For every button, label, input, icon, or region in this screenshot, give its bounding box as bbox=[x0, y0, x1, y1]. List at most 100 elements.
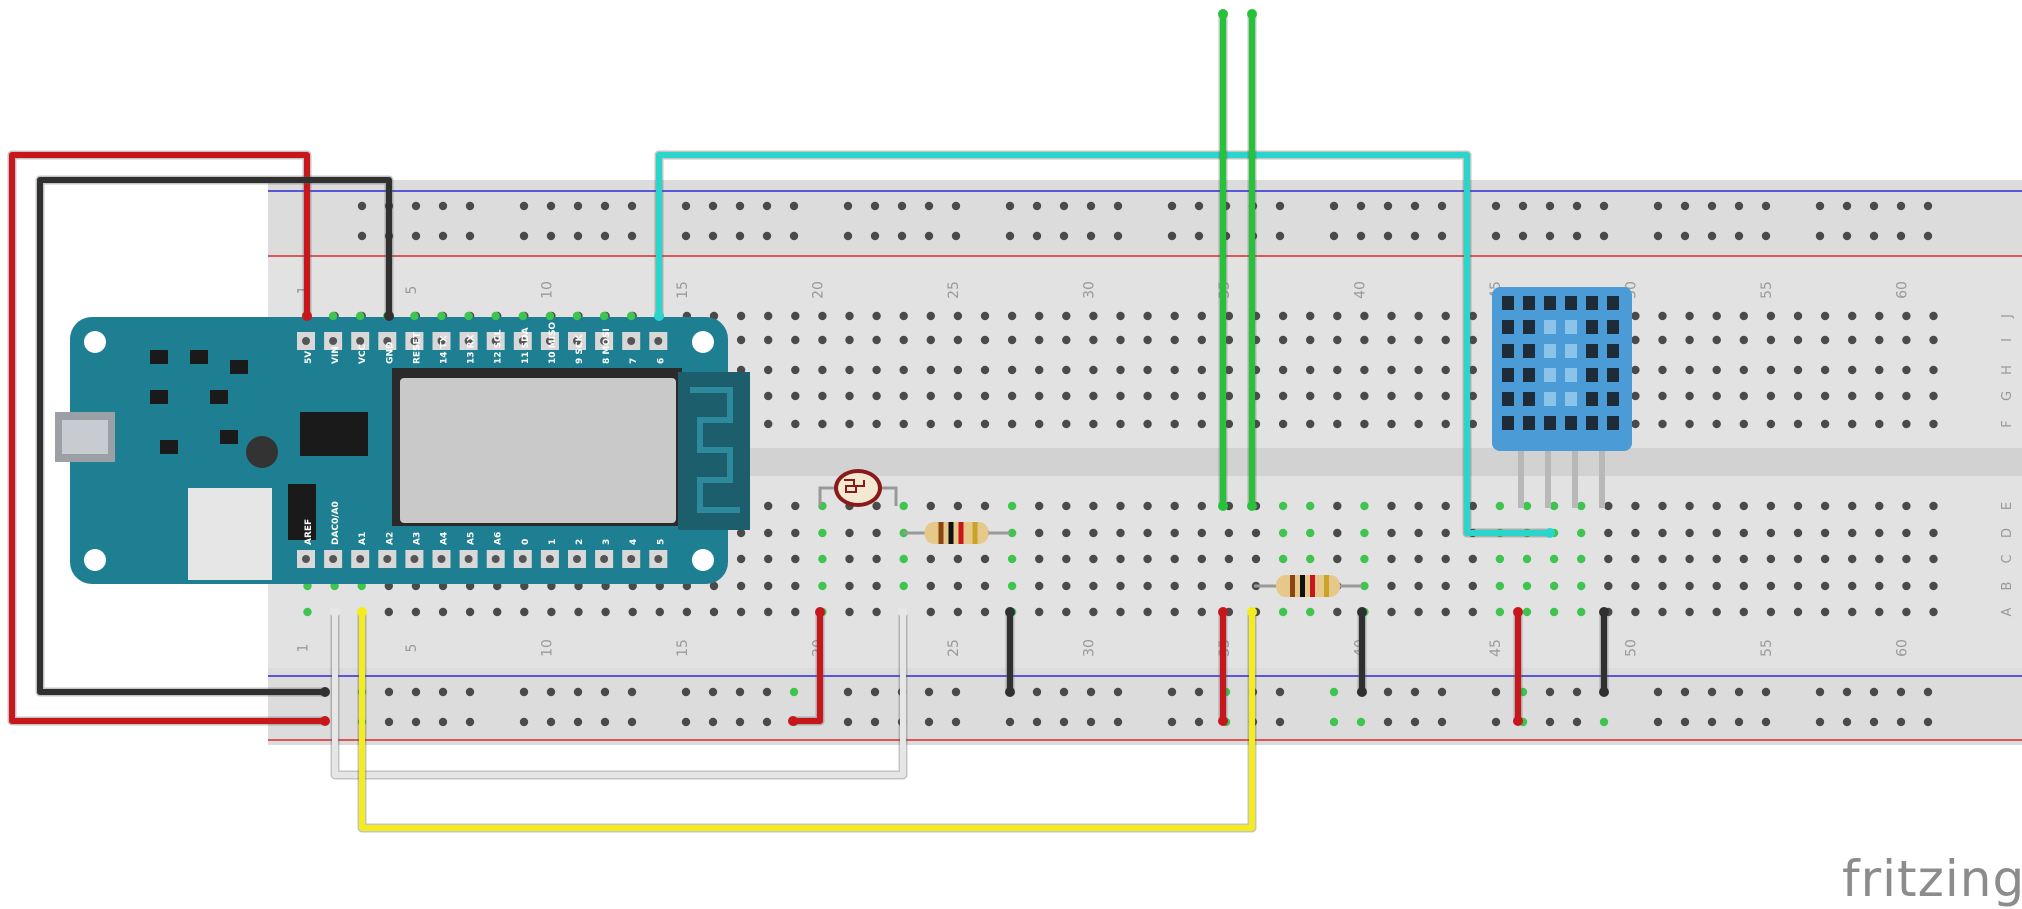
rail-hole bbox=[951, 717, 961, 727]
breadboard-hole bbox=[438, 607, 448, 617]
rail-hole bbox=[384, 717, 394, 727]
sensor-grille-cell bbox=[1607, 296, 1619, 310]
breadboard-hole bbox=[1360, 365, 1369, 375]
rail-hole bbox=[735, 687, 745, 697]
sensor-grille-cell bbox=[1502, 416, 1514, 430]
row-letter: H bbox=[2000, 365, 2015, 375]
rail-hole bbox=[1194, 231, 1204, 241]
breadboard-hole bbox=[953, 311, 963, 321]
rail-hole bbox=[843, 687, 853, 697]
breadboard-hole bbox=[1414, 554, 1423, 564]
breadboard-hole bbox=[1278, 501, 1288, 511]
rail-hole bbox=[411, 201, 421, 211]
breadboard-hole bbox=[1035, 528, 1044, 538]
breadboard-hole bbox=[1604, 581, 1613, 591]
rail-hole bbox=[1005, 201, 1015, 211]
resistor-band bbox=[1324, 575, 1329, 597]
pin-label: A3 bbox=[412, 532, 422, 545]
rail-hole bbox=[1113, 201, 1123, 211]
breadboard-hole bbox=[953, 554, 963, 564]
breadboard-hole bbox=[1658, 581, 1667, 591]
rail-hole bbox=[870, 231, 880, 241]
sensor-grille-cell bbox=[1502, 344, 1514, 358]
rail-hole bbox=[1896, 687, 1906, 697]
rail-hole bbox=[762, 717, 772, 727]
sensor-pin bbox=[1518, 448, 1524, 508]
rail-hole bbox=[465, 231, 475, 241]
breadboard-hole bbox=[1739, 391, 1749, 401]
breadboard-hole bbox=[1739, 501, 1749, 511]
pin-label: 14 TX bbox=[440, 335, 450, 364]
rail-hole bbox=[1572, 717, 1582, 727]
breadboard-hole bbox=[1441, 554, 1450, 564]
rail-hole bbox=[1167, 231, 1177, 241]
header-pin-hole bbox=[573, 337, 581, 345]
breadboard-hole bbox=[1224, 391, 1234, 401]
header-pin-hole bbox=[329, 555, 338, 563]
column-number: 55 bbox=[1759, 639, 1775, 657]
rail-hole bbox=[1275, 231, 1285, 241]
sensor-grille-cell bbox=[1502, 320, 1514, 334]
resistor-band bbox=[972, 522, 978, 544]
smd-component bbox=[190, 350, 208, 364]
row-letter: J bbox=[2000, 314, 2015, 319]
rail-hole bbox=[465, 687, 475, 697]
rail-hole bbox=[1275, 687, 1285, 697]
breadboard-hole bbox=[1631, 501, 1640, 511]
breadboard-hole bbox=[736, 554, 746, 564]
breadboard-hole bbox=[1631, 419, 1640, 429]
mount-hole bbox=[84, 549, 106, 571]
header-pin-hole bbox=[627, 337, 636, 345]
rail-hole bbox=[1383, 687, 1393, 697]
breadboard-hole bbox=[1522, 554, 1532, 564]
rail-hole bbox=[546, 687, 556, 697]
sensor-grille-cell bbox=[1544, 368, 1556, 382]
breadboard-hole bbox=[1712, 554, 1721, 564]
header-pin-hole bbox=[573, 555, 581, 563]
breadboard-hole bbox=[1007, 528, 1017, 538]
rail-hole bbox=[1815, 687, 1825, 697]
pin-label: 13 RX bbox=[467, 334, 477, 364]
breadboard-hole bbox=[1197, 391, 1207, 401]
pin-label: 4 bbox=[629, 539, 639, 545]
breadboard-hole bbox=[1089, 581, 1098, 591]
breadboard-hole bbox=[1577, 528, 1586, 538]
wire-end bbox=[1599, 607, 1609, 617]
breadboard-hole bbox=[1007, 335, 1017, 345]
sensor-grille-cell bbox=[1565, 344, 1577, 358]
breadboard-hole bbox=[1658, 607, 1667, 617]
breadboard-hole bbox=[1278, 365, 1288, 375]
breadboard-hole bbox=[1197, 501, 1207, 511]
breadboard-hole bbox=[1007, 581, 1017, 591]
breadboard-hole bbox=[1848, 607, 1857, 617]
breadboard-hole bbox=[1143, 335, 1152, 345]
breadboard-hole bbox=[1007, 554, 1017, 564]
rail-hole bbox=[1032, 201, 1042, 211]
breadboard-hole bbox=[899, 554, 908, 564]
sensor-grille-cell bbox=[1586, 368, 1598, 382]
breadboard-hole bbox=[1848, 365, 1857, 375]
breadboard-hole bbox=[1902, 419, 1911, 429]
column-number: 20 bbox=[810, 281, 826, 299]
breadboard-hole bbox=[1306, 419, 1315, 429]
breadboard-hole bbox=[1739, 554, 1749, 564]
wire-a1-white bbox=[332, 612, 906, 778]
rail-hole bbox=[1572, 687, 1582, 697]
breadboard-hole bbox=[1929, 335, 1938, 345]
breadboard-hole bbox=[1875, 501, 1884, 511]
breadboard-hole bbox=[1414, 335, 1423, 345]
breadboard-hole bbox=[764, 335, 773, 345]
breadboard-hole bbox=[1766, 501, 1776, 511]
breadboard-hole bbox=[1306, 391, 1315, 401]
header-pin-hole bbox=[383, 337, 392, 345]
rail-hole bbox=[1032, 687, 1042, 697]
breadboard-hole bbox=[1631, 335, 1640, 345]
breadboard-hole bbox=[1902, 365, 1911, 375]
breadboard-hole bbox=[1820, 311, 1830, 321]
rail-hole bbox=[438, 687, 448, 697]
breadboard-hole bbox=[1333, 311, 1342, 321]
breadboard-hole bbox=[1414, 528, 1423, 538]
breadboard-hole bbox=[1441, 607, 1450, 617]
header-pin-hole bbox=[600, 337, 609, 345]
rail-hole bbox=[1167, 687, 1177, 697]
